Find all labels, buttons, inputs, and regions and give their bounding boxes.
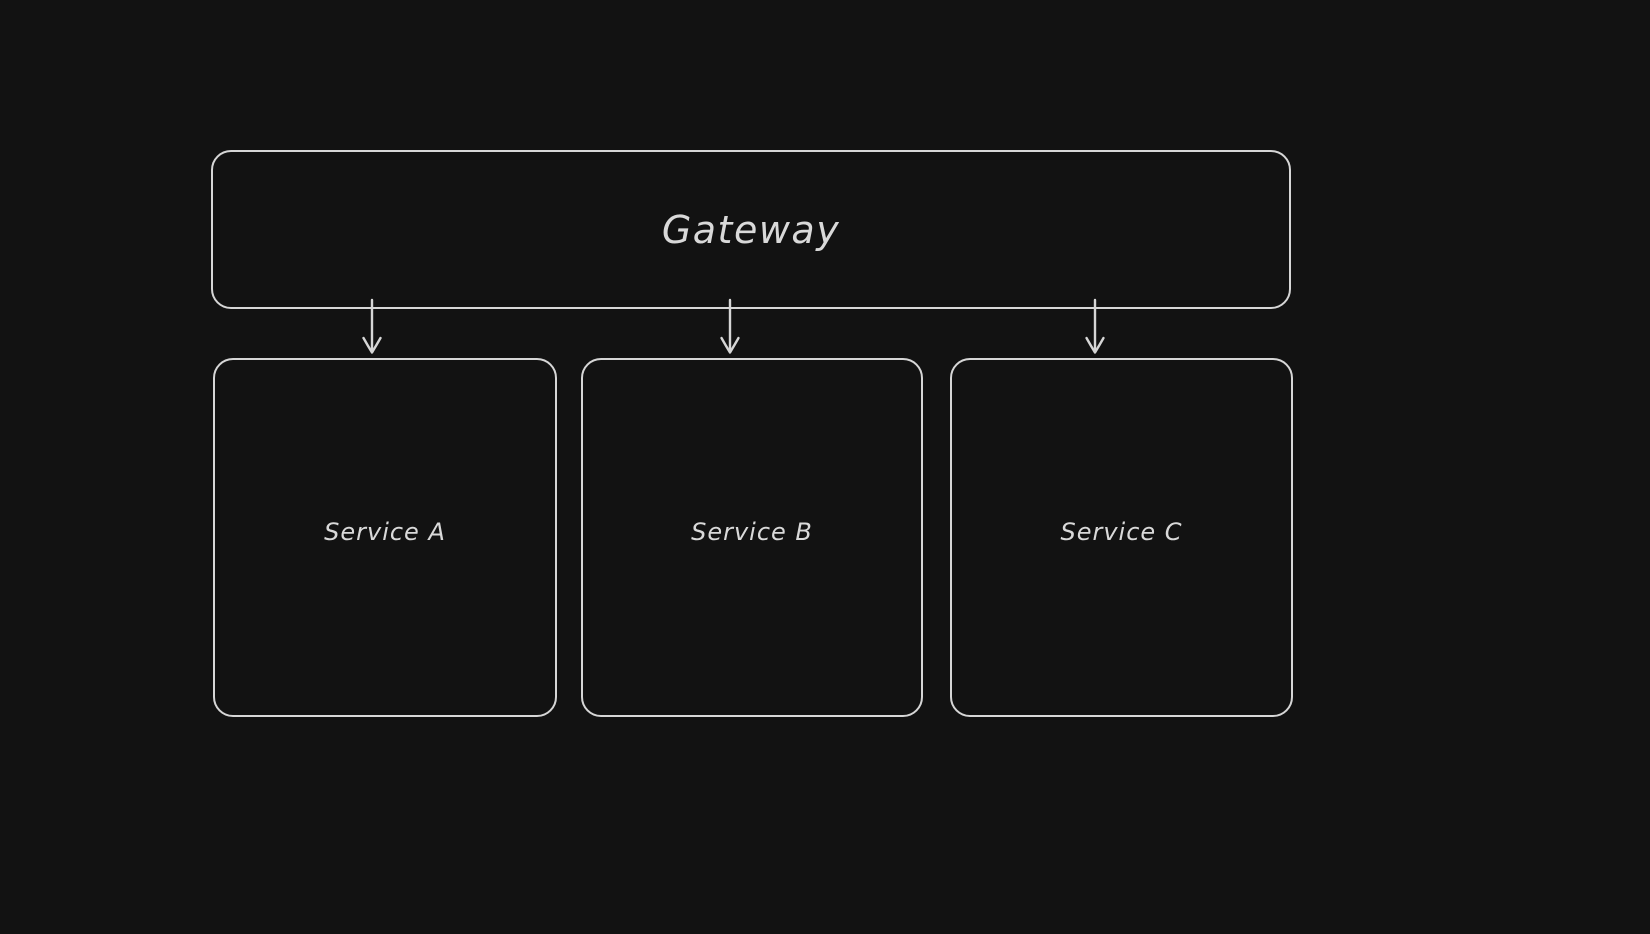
- node-service-b[interactable]: Service B: [581, 358, 923, 717]
- node-service-c[interactable]: Service C: [950, 358, 1293, 717]
- node-service-c-label: Service C: [1060, 518, 1183, 546]
- edge-gateway-to-service-c: [1075, 298, 1115, 362]
- node-service-a[interactable]: Service A: [213, 358, 557, 717]
- node-service-a-label: Service A: [324, 518, 446, 546]
- node-gateway[interactable]: Gateway: [211, 150, 1291, 309]
- node-gateway-label: Gateway: [661, 207, 841, 252]
- node-service-b-label: Service B: [691, 518, 813, 546]
- arrow-down-icon: [362, 298, 382, 354]
- edge-gateway-to-service-b: [710, 298, 750, 362]
- arrow-down-icon: [720, 298, 740, 354]
- edge-gateway-to-service-a: [352, 298, 392, 362]
- arrow-down-icon: [1085, 298, 1105, 354]
